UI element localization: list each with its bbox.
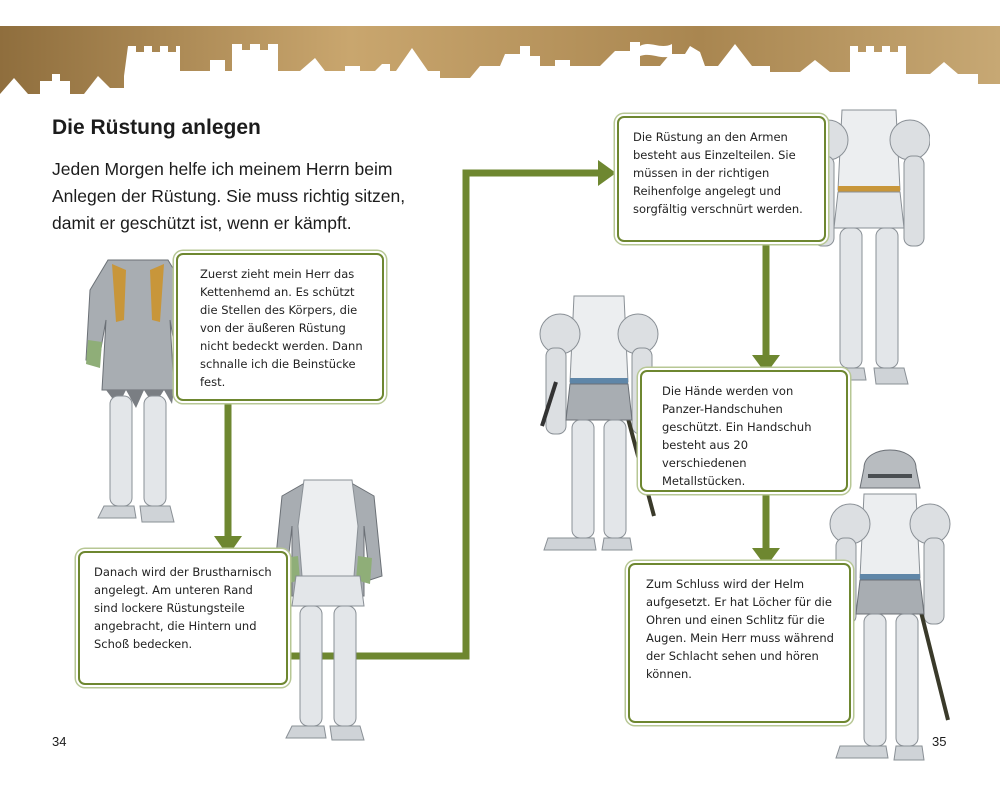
page-number-right: 35 — [932, 734, 947, 749]
step-4-box: Die Hände werden von Panzer-Handschuhen … — [640, 370, 848, 492]
page-number-left: 34 — [52, 734, 67, 749]
knight-figure-breastplate — [273, 479, 383, 741]
arrowhead-down-icon — [752, 548, 780, 567]
castle-banner — [0, 26, 1000, 96]
step-5-box: Zum Schluss wird der Helm aufgesetzt. Er… — [628, 563, 851, 723]
arrow-step2-to-step3 — [288, 169, 600, 660]
page-title: Die Rüstung anlegen — [52, 116, 261, 139]
arrowhead-down-icon — [214, 536, 242, 556]
step-3-box: Die Rüstung an den Armen besteht aus Ein… — [617, 116, 826, 242]
intro-text: Jeden Morgen helfe ich meinem Herrn beim… — [52, 159, 406, 233]
step-2-box: Danach wird der Brustharnisch angelegt. … — [78, 551, 288, 685]
knight-figure-arm-armor — [808, 109, 930, 385]
knight-figure-gauntlets — [539, 295, 659, 551]
step-1-box: Zuerst zieht mein Herr das Kettenhemd an… — [176, 253, 384, 401]
knight-figure-helmet — [829, 449, 951, 761]
arrowhead-right-icon — [598, 160, 616, 186]
arrowhead-down-icon — [752, 355, 780, 374]
